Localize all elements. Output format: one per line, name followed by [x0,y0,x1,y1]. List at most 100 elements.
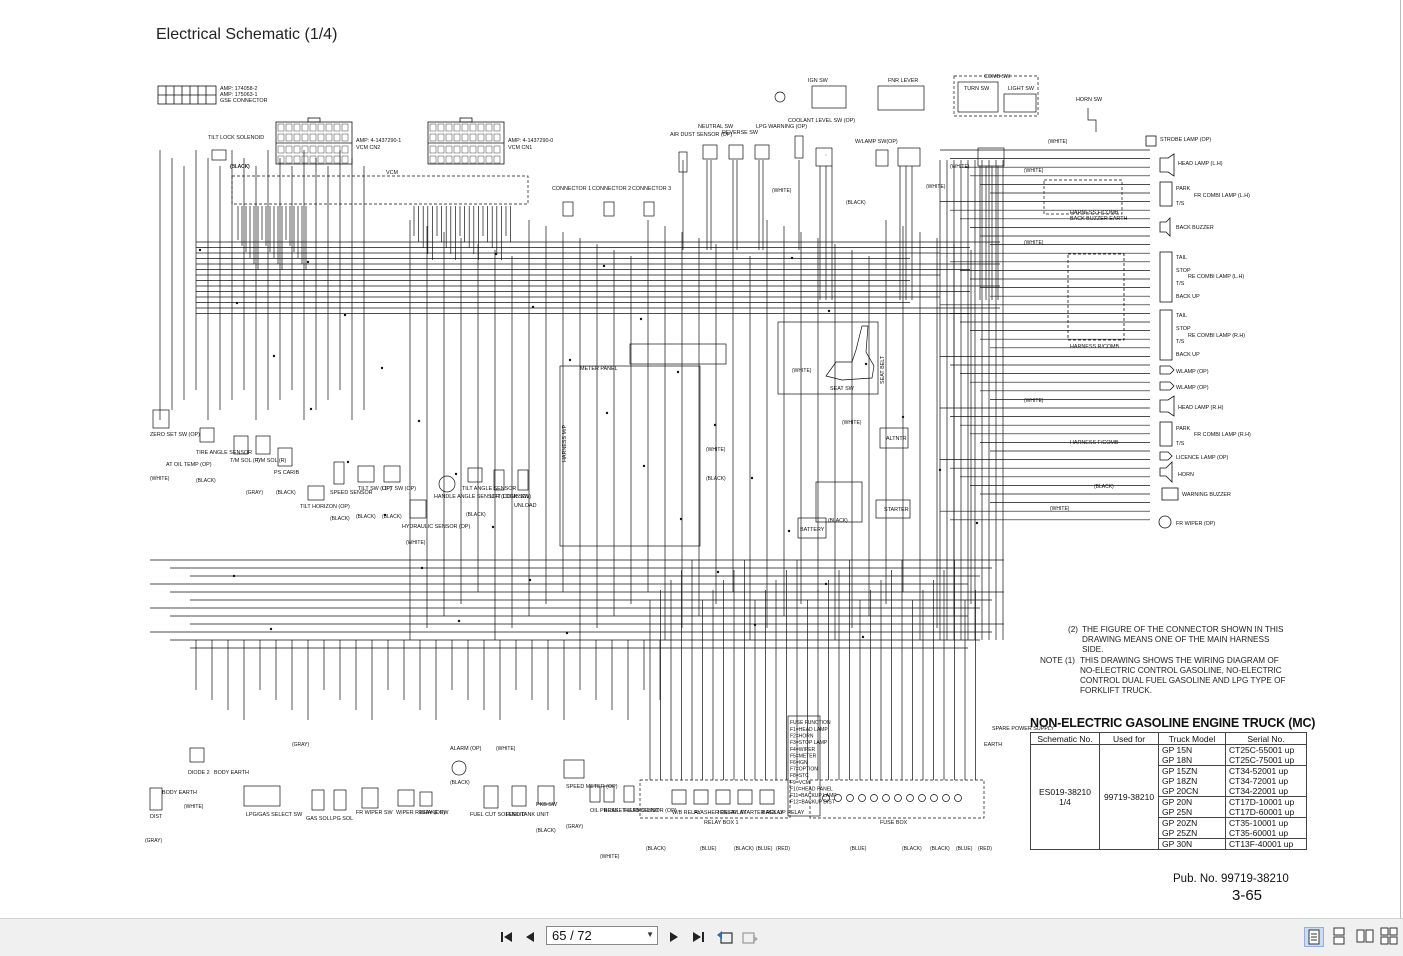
strobe-lamp-label: STROBE LAMP (OP) [1160,137,1211,143]
fuse-function-item: F3=STOP LAMP [790,740,828,746]
tire-angle-black-label: (BLACK) [196,478,216,484]
warning-white-label: (WHITE) [1050,506,1070,512]
warning-buzzer [1162,488,1178,500]
backup-lh-label: BACK UP [1176,294,1200,300]
back-buzzer-icon [1160,218,1170,236]
vcm-cn1-amp-label: AMP: 4-1437290-0 [508,138,553,144]
re-combi-rh [1160,310,1172,360]
go-back-view-button[interactable] [715,927,735,947]
connector-pin [454,146,460,153]
connector-pin [334,146,340,153]
fuse-red-label: (RED) [978,846,992,852]
previous-view-icon [716,929,734,945]
connector-pin [302,146,308,153]
light-sw [1004,94,1036,112]
junction-dot [680,518,682,520]
junction-dot [828,310,830,312]
dist [150,788,162,810]
horn-label: HORN [1178,472,1194,478]
connector-pin [342,124,348,131]
connector-pin [294,146,300,153]
lift-sw-label: LIFT SW (OP) [382,486,416,492]
junction-dot [233,575,235,577]
connector-pin [310,134,316,141]
single-page-view-button[interactable] [1304,927,1324,947]
hydraulic-sensor-label: HYDRAULIC SENSOR (OP) [402,524,470,530]
junction-dot [902,416,904,418]
last-page-button[interactable] [688,927,708,947]
junction-dot [529,579,531,581]
fuse [931,795,938,802]
junction-dot [347,461,349,463]
ign-connector-box [816,148,832,166]
gas-sol [312,790,324,810]
fuse [871,795,878,802]
connector-1-label: CONNECTOR 1 [552,186,591,192]
fr-wiper-label: FR WIPER (OP) [1176,521,1215,527]
seat-sw-box [778,322,878,394]
meter-black-label: (BLACK) [706,476,726,482]
junction-dot [310,408,312,410]
publication-number: Pub. No. 99719-38210 [1173,873,1289,885]
header-serial-no: Serial No. [1226,733,1307,745]
fuse-function-item: F5=METER [790,753,817,759]
connector-pin [278,156,284,163]
harness-fcomb-box [1044,180,1122,214]
page-number-field[interactable]: 65 / 72 ▼ [546,926,658,945]
connector-pin [334,134,340,141]
model-table-title: NON-ELECTRIC GASOLINE ENGINE TRUCK (MC) [1030,716,1315,730]
relay-box-1-label: RELAY BOX 1 [704,820,739,826]
fuse-function-item: F8=STC [790,773,809,779]
fnr-lever [878,86,924,110]
ign-sw [812,86,846,108]
previous-page-icon [524,931,536,943]
junction-dot [418,420,420,422]
next-page-button[interactable] [664,927,684,947]
coolant-level-sw [795,136,803,158]
wire [716,790,730,804]
seat-white-label: (WHITE) [792,368,812,374]
connector-pin [478,134,484,141]
wlamp-op-2 [1160,382,1174,390]
connector-pin [278,134,284,141]
seat-icon [826,326,874,380]
licence-lamp-label: LICENCE LAMP (OP) [1176,455,1229,461]
go-forward-view-button[interactable] [740,927,760,947]
fuel-tank-unit-label: FUEL TANK UNIT [506,812,550,818]
connector-pin [478,156,484,163]
continuous-view-button[interactable] [1330,927,1350,947]
brake-fluid-white-label: (WHITE) [600,854,620,860]
coolant-white-label: (WHITE) [772,188,792,194]
note-2: (2)THE FIGURE OF THE CONNECTOR SHOWN IN … [1068,625,1298,655]
fuse-black-label: (BLACK) [902,846,922,852]
chevron-down-icon: ▼ [646,930,654,939]
wire [694,790,708,804]
two-page-continuous-button[interactable] [1380,927,1400,947]
fuel-tank-unit [512,786,526,806]
connector-pin [342,156,348,163]
previous-page-button[interactable] [520,927,540,947]
first-page-button[interactable] [497,927,517,947]
ign-sw-label: IGN SW [808,78,829,84]
single-page-icon [1305,928,1323,946]
connector-pin [462,146,468,153]
speed-meter [564,760,584,778]
two-page-view-button[interactable] [1356,927,1376,947]
meter-white-label: (WHITE) [706,447,726,453]
fuse-function-item: F1=HEAD LAMP [790,727,828,733]
wire [672,790,686,804]
connector-pin [478,146,484,153]
turn-sw-label: TURN SW [964,86,990,92]
connector-3 [644,202,654,216]
backup-rh-label: BACK UP [1176,352,1200,358]
neutral-sw [703,145,717,159]
lpg-sol-label: LPG SOL [330,816,353,822]
unload [518,470,528,490]
battery-label: BATTERY [800,527,825,533]
header-schematic-no: Schematic No. [1031,733,1100,745]
reverse-sw [729,145,743,159]
